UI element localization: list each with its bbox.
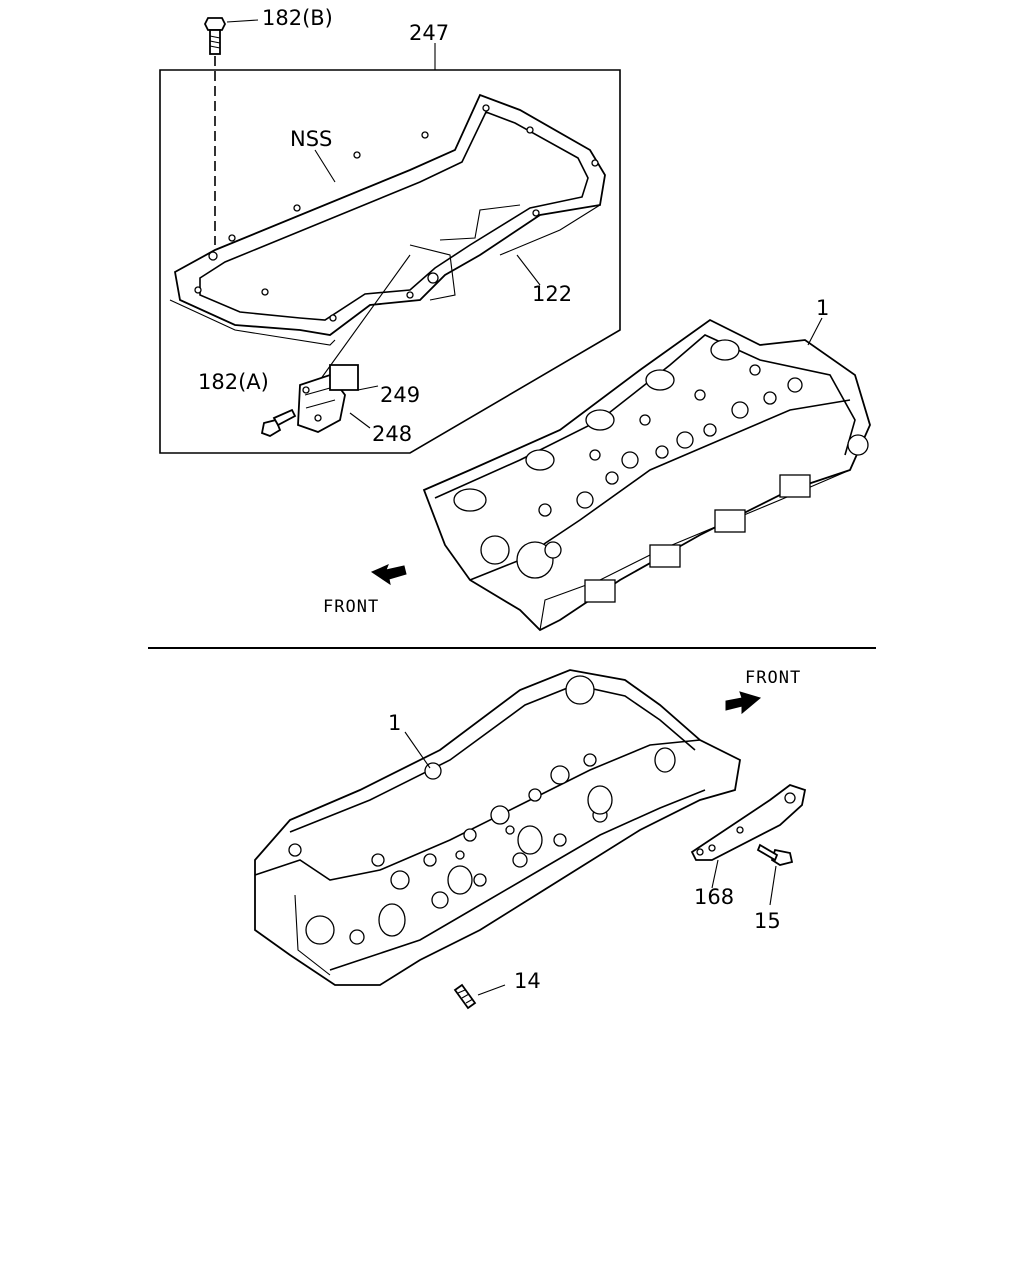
label-1-bottom: 1 [388,711,401,735]
head-cover-gasket [169,93,606,346]
label-front-bottom: FRONT [745,668,801,688]
label-1-top: 1 [816,296,829,320]
label-15: 15 [754,909,781,933]
front-arrow-top [370,564,407,586]
label-122: 122 [532,282,572,306]
leader-head-bottom [404,731,431,769]
label-249: 249 [380,383,420,407]
hanger-168 [690,783,807,889]
label-front-top: FRONT [323,597,379,617]
label-182b: 182(B) [262,6,333,30]
cover-assembly-box [159,69,621,454]
label-nss: NSS [290,127,332,151]
bolt-182b [203,17,259,245]
cylinder-head-top [422,318,871,632]
label-168: 168 [694,885,734,909]
leader-lines-top [314,43,541,429]
bolt-182a [260,408,297,437]
front-arrow-bottom [725,691,762,715]
stud-14 [453,983,506,1010]
cylinder-head-bottom [254,669,741,986]
leader-head-top [807,317,823,346]
label-248: 248 [372,422,412,446]
label-182a: 182(A) [198,370,269,394]
bolt-15 [756,843,794,906]
label-14: 14 [514,969,541,993]
plate-249 [329,364,359,391]
label-247: 247 [409,21,449,45]
